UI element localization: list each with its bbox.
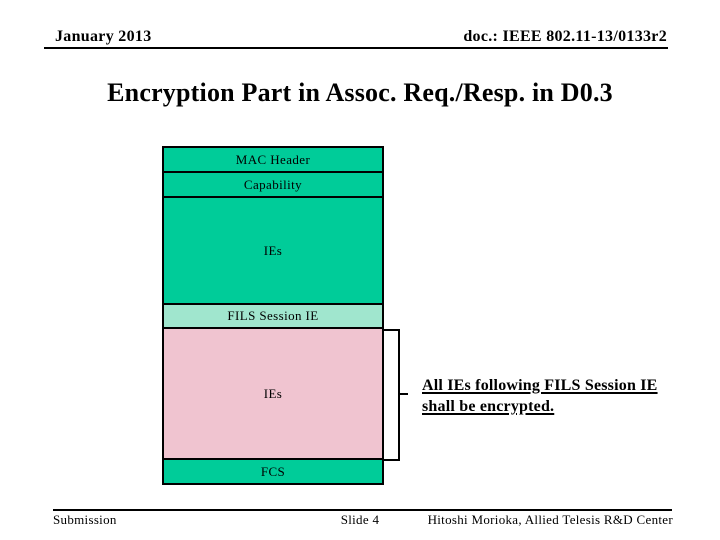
box-mac-header: MAC Header (162, 146, 384, 173)
header-doc-number: doc.: IEEE 802.11-13/0133r2 (463, 28, 667, 45)
header-date: January 2013 (55, 28, 152, 45)
box-fcs: FCS (162, 458, 384, 485)
box-ies-clear: IEs (162, 196, 384, 305)
footer-submission: Submission (53, 512, 117, 527)
box-ies-encrypted: IEs (162, 327, 384, 460)
annotation-line-1: All IEs following FILS Session IE (422, 377, 658, 394)
frame-format-diagram: MAC Header Capability IEs FILS Session I… (162, 146, 384, 485)
box-fils-session-ie: FILS Session IE (162, 303, 384, 329)
header-rule (44, 47, 668, 49)
footer-rule (53, 509, 672, 511)
encryption-annotation: All IEs following FILS Session IE shall … (422, 375, 658, 417)
box-capability: Capability (162, 171, 384, 198)
footer-author: Hitoshi Morioka, Allied Telesis R&D Cent… (427, 512, 673, 527)
encryption-bracket-tick (399, 393, 408, 395)
annotation-line-2: shall be encrypted. (422, 398, 555, 415)
footer-slide-number: Slide 4 (340, 512, 380, 527)
encryption-bracket (384, 329, 400, 461)
slide-title: Encryption Part in Assoc. Req./Resp. in … (107, 78, 613, 107)
